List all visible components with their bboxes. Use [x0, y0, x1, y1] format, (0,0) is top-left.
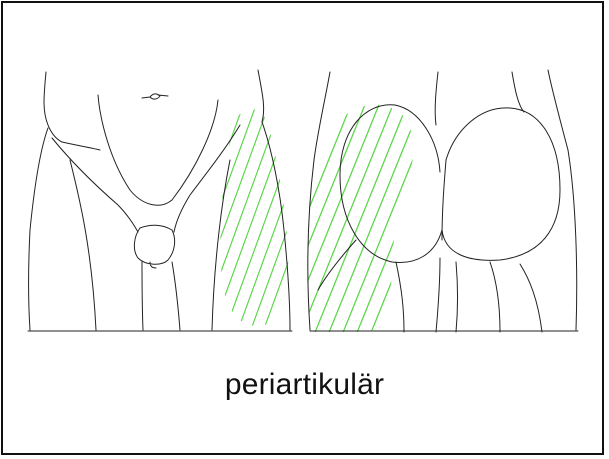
front-abdomen-lower	[98, 95, 218, 205]
back-spine	[435, 72, 438, 125]
back-thigh-inner-right	[490, 262, 500, 332]
back-waist-right	[512, 72, 524, 112]
back-thigh-mid-right	[456, 262, 458, 332]
front-navel	[142, 94, 168, 99]
back-thigh-mid-left	[436, 258, 440, 332]
front-hatched-region	[220, 109, 288, 326]
back-right-buttock	[442, 108, 560, 260]
back-thigh-inner-left	[396, 262, 404, 332]
back-thigh-crease-right	[520, 264, 542, 332]
front-inner-left	[142, 262, 143, 330]
caption: periartikulär	[0, 368, 609, 402]
back-gluteal-cleft	[442, 160, 446, 240]
front-outer-left	[29, 128, 49, 330]
front-abdomen-crease	[62, 142, 100, 150]
back-outer-right	[548, 70, 577, 330]
front-hip-left	[52, 138, 138, 232]
front-inner-right	[172, 262, 180, 330]
back-hatched-region	[307, 105, 413, 332]
back-view	[307, 70, 578, 332]
front-view	[28, 70, 292, 331]
front-inner-thigh-left	[70, 160, 96, 330]
front-genitals	[134, 225, 174, 268]
